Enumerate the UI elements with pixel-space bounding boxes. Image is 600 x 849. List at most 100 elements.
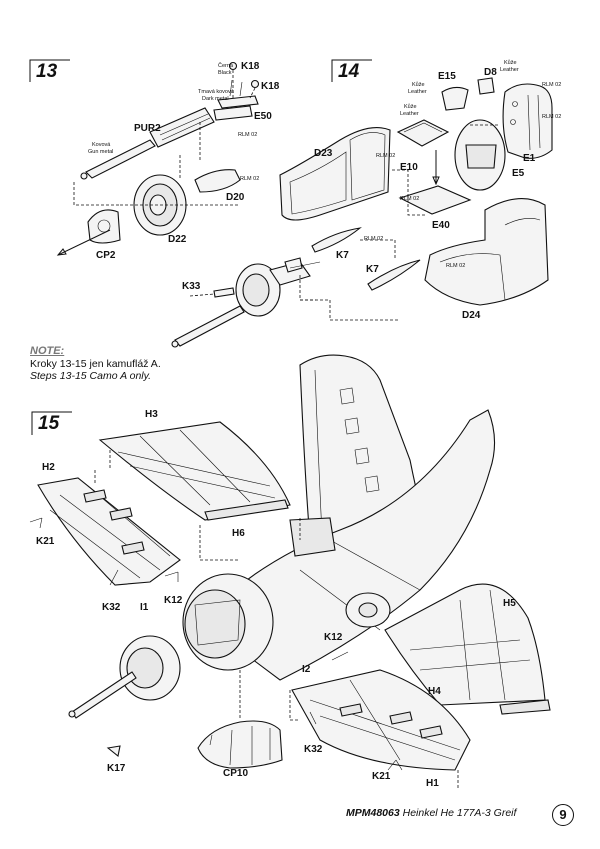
label-tmave: Tmavá kovová: [198, 89, 235, 95]
label-leather3: Leather: [400, 111, 419, 117]
label-k7a: K7: [336, 250, 349, 261]
label-i2: I2: [302, 664, 311, 675]
label-darkmetal: Dark metal: [202, 96, 229, 102]
label-leather2: Leather: [500, 67, 519, 73]
part-k17: [106, 745, 121, 757]
page-number: 9: [552, 804, 574, 826]
label-k12b: K12: [324, 632, 343, 643]
label-pur2: PUR2: [134, 123, 161, 134]
part-k21b: [387, 759, 403, 771]
label-h6: H6: [232, 528, 245, 539]
label-k7b: K7: [366, 264, 379, 275]
label-cp2: CP2: [96, 250, 116, 261]
label-i1: I1: [140, 602, 149, 613]
label-rlm02-14e: RLM 02: [364, 236, 383, 242]
step-13-diagram: 13: [29, 59, 321, 348]
label-kuze2: Kůže: [504, 59, 517, 66]
part-k18b: [250, 79, 260, 89]
label-h5: H5: [503, 598, 516, 609]
label-rlm02-13b: RLM 02: [240, 176, 259, 182]
label-k32b: K32: [304, 744, 323, 755]
label-k21b: K21: [372, 771, 391, 782]
label-kuze3: Kůže: [404, 103, 417, 110]
label-d23: D23: [314, 148, 333, 159]
label-cp10: CP10: [223, 768, 248, 779]
note-text-en: Steps 13-15 Camo A only.: [30, 370, 152, 382]
part-k21a: [29, 517, 43, 529]
note-block: NOTE: Kroky 13-15 jen kamufláž A. Steps …: [30, 345, 161, 383]
part-d8: [477, 77, 495, 95]
label-k32a: K32: [102, 602, 121, 613]
label-rlm02-14b: RLM 02: [542, 114, 561, 120]
part-k32b: [309, 711, 317, 725]
part-d20: [194, 169, 241, 193]
part-d24: [424, 198, 549, 306]
wing-h2: [37, 477, 181, 586]
wing-h4: [291, 669, 471, 771]
label-d22: D22: [168, 234, 187, 245]
label-d8: D8: [484, 67, 497, 78]
label-kovova: Kovová: [92, 142, 111, 148]
label-e50: E50: [254, 111, 272, 122]
tail-wheel: [345, 592, 391, 628]
footer-code: MPM48063: [346, 807, 400, 819]
footer-title: Heinkel He 177A-3 Greif: [402, 807, 517, 819]
label-gunmetal: Gun metal: [88, 149, 113, 155]
label-e10: E10: [400, 162, 418, 173]
part-e40: [398, 185, 472, 215]
part-cp2: [87, 209, 121, 244]
label-e15: E15: [438, 71, 456, 82]
label-k18b: K18: [261, 81, 280, 92]
label-rlm02-14c: RLM 02: [376, 153, 395, 159]
label-black: Black: [218, 70, 232, 76]
label-rlm02-13a: RLM 02: [238, 132, 257, 138]
part-k7b: [367, 259, 421, 291]
label-k17: K17: [107, 763, 126, 774]
label-e5: E5: [512, 168, 525, 179]
label-k18a: K18: [241, 61, 260, 72]
label-h1: H1: [426, 778, 439, 789]
step-14-diagram: 14: [279, 59, 561, 321]
wing-h3: [98, 421, 291, 521]
part-e5: [454, 119, 506, 191]
label-e40: E40: [432, 220, 450, 231]
part-k12a: [164, 571, 179, 582]
part-d23: [279, 127, 391, 221]
label-h2: H2: [42, 462, 55, 473]
wing-h5: [384, 583, 551, 715]
step-15-number: 15: [38, 413, 60, 434]
label-h3: H3: [145, 409, 158, 420]
tail-cone-fuselage: [182, 573, 274, 671]
step-13-number: 13: [36, 61, 58, 82]
label-leather1: Leather: [408, 89, 427, 95]
part-k7a: [311, 227, 362, 253]
fuselage-rear: [199, 409, 496, 681]
label-rlm02-14a: RLM 02: [542, 82, 561, 88]
label-h4: H4: [428, 686, 441, 697]
label-d24: D24: [462, 310, 481, 321]
part-k18a: [228, 61, 238, 71]
label-k33: K33: [182, 281, 201, 292]
label-k21a: K21: [36, 536, 55, 547]
tail-gun-turret: [68, 635, 181, 719]
bracket-e50-part: [213, 79, 259, 121]
label-kuze1: Kůže: [412, 81, 425, 88]
label-cerna: Černá: [218, 62, 234, 69]
part-e1: [502, 83, 553, 159]
lower-gun-mount: [171, 257, 321, 348]
footer: MPM48063 Heinkel He 177A-3 Greif: [346, 807, 516, 819]
part-cp10: [197, 720, 283, 769]
label-d20: D20: [226, 192, 245, 203]
note-heading: NOTE:: [30, 345, 65, 357]
step-15-diagram: 15: [29, 354, 551, 790]
part-k32a: [109, 569, 119, 586]
gun-pur2-part: [80, 107, 215, 180]
part-e15: [441, 86, 469, 111]
label-k12a: K12: [164, 595, 183, 606]
label-rlm02-14d: RLM 02: [400, 196, 419, 202]
step-14-number: 14: [338, 61, 360, 82]
label-rlm02-14f: RLM 02: [446, 263, 465, 269]
part-e10: [396, 119, 450, 147]
note-text-cz: Kroky 13-15 jen kamufláž A.: [30, 357, 161, 370]
